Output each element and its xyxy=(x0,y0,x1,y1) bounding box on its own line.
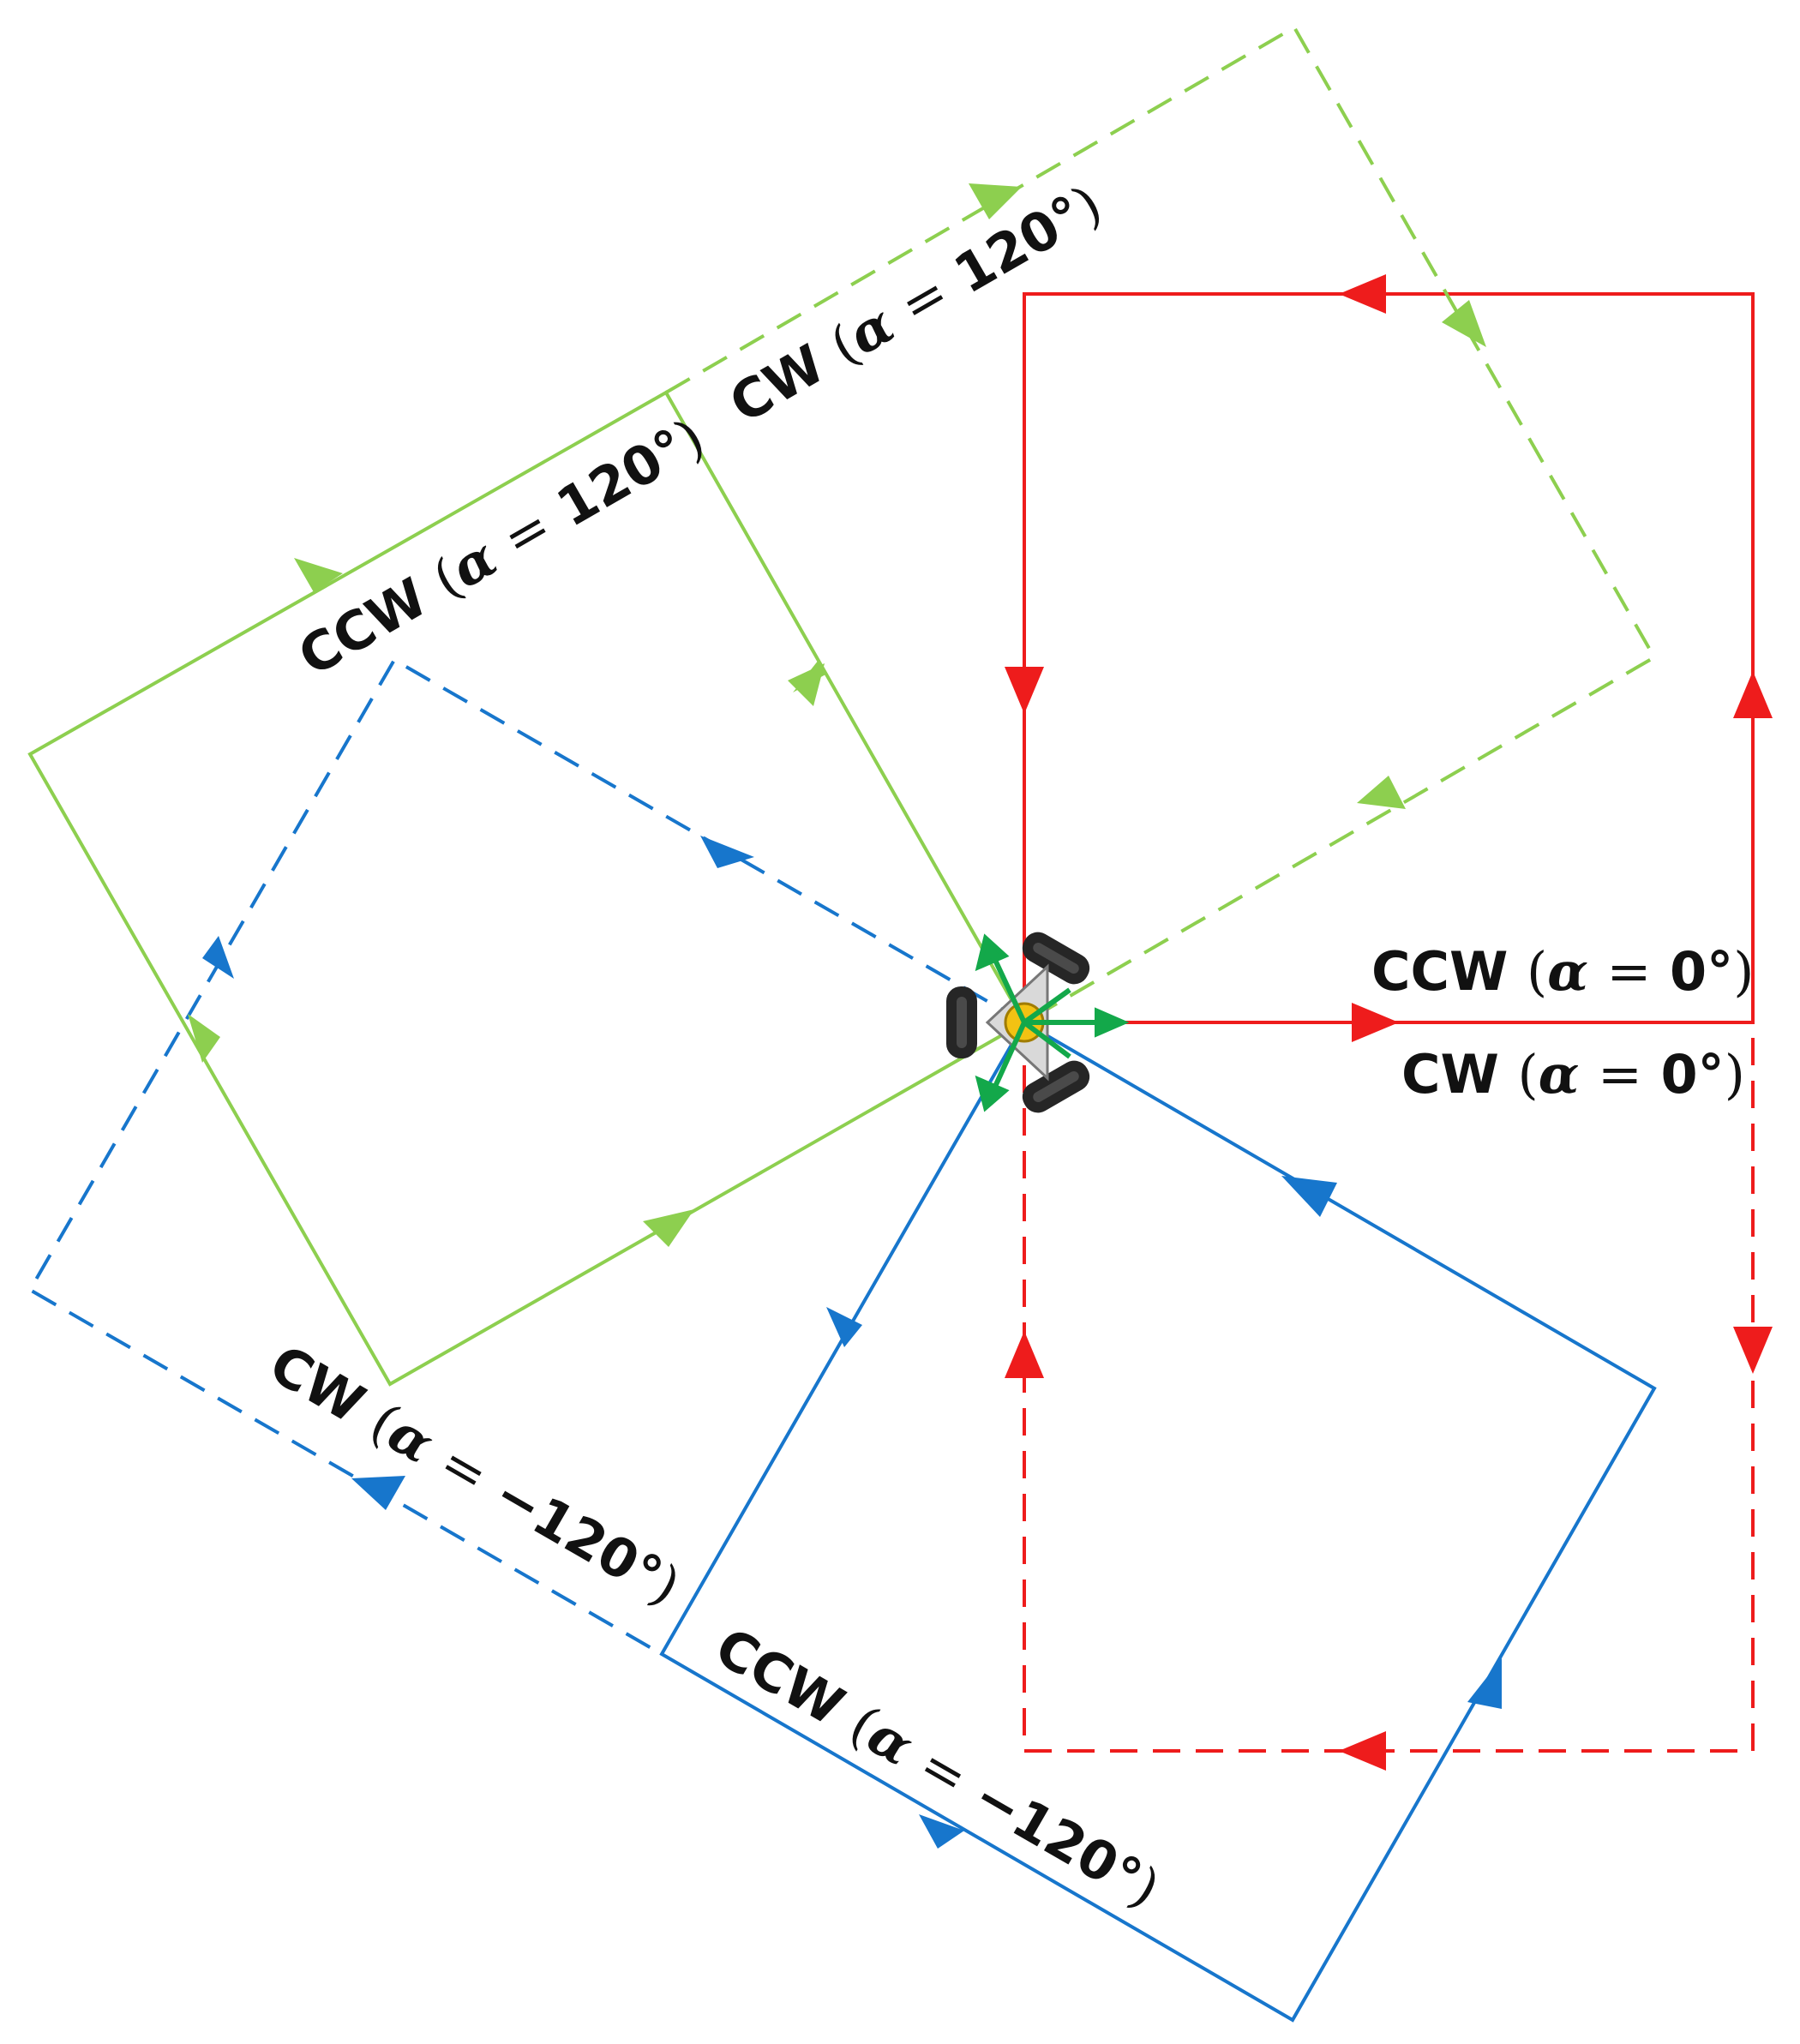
arrow-blue xyxy=(1281,1176,1337,1217)
path-blue-ccw xyxy=(659,1021,1657,2023)
arrow-red xyxy=(1339,1731,1386,1771)
axis-arrow xyxy=(975,933,1010,972)
label-ccw-120: CCW (α = 120°) xyxy=(288,405,715,688)
path-labels: CCW (α = 0°) CW (α = 0°) CCW (α = 120°) … xyxy=(260,172,1755,1920)
arrow-green xyxy=(294,558,343,592)
omni-robot-icon xyxy=(946,932,1130,1113)
path-green-ccw xyxy=(27,390,1026,1387)
axis-arrow xyxy=(1095,1007,1130,1038)
arrow-blue xyxy=(700,836,754,868)
arrow-blue xyxy=(826,1307,862,1347)
arrow-red xyxy=(1733,671,1773,718)
arrow-red xyxy=(1352,1003,1399,1042)
arrow-green xyxy=(188,1014,220,1063)
label-cw-120: CW (α = 120°) xyxy=(719,172,1112,435)
arrow-green xyxy=(969,183,1022,219)
arrow-blue xyxy=(351,1476,405,1510)
arrow-blue xyxy=(919,1814,964,1849)
path-red-ccw xyxy=(1023,292,1755,1024)
label-cw-m120: CW (α = −120°) xyxy=(260,1333,691,1618)
arrow-red xyxy=(1005,667,1044,714)
label-ccw-0: CCW (α = 0°) xyxy=(1371,940,1754,1003)
arrow-red xyxy=(1339,274,1386,314)
arrow-green xyxy=(1442,300,1486,347)
arrow-red xyxy=(1005,1331,1044,1378)
label-cw-0: CW (α = 0°) xyxy=(1401,1043,1745,1106)
direction-arrows xyxy=(188,183,1773,1849)
arrow-red xyxy=(1733,1327,1773,1374)
arrow-green xyxy=(1357,776,1406,809)
arrow-green xyxy=(643,1209,694,1247)
arrow-blue xyxy=(202,936,234,979)
arrow-blue xyxy=(1467,1658,1502,1709)
path-green-cw xyxy=(664,25,1657,1024)
path-red-cw xyxy=(1023,1022,1755,1753)
label-ccw-m120: CCW (α = −120°) xyxy=(705,1615,1171,1921)
arrow-green xyxy=(788,663,825,706)
axis-arrow xyxy=(975,1075,1010,1112)
